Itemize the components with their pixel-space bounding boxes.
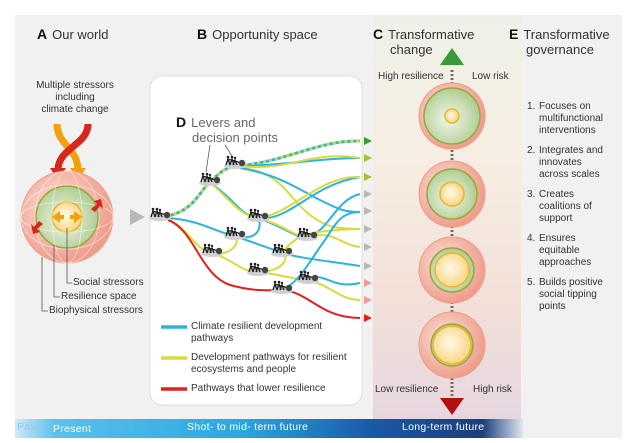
legend-label: Climate resilient development — [191, 321, 323, 332]
panel-title: Transformative — [388, 27, 475, 42]
opportunity-space-panel — [149, 75, 363, 406]
timeline-past: Past — [17, 421, 40, 433]
legend-swatches — [161, 325, 187, 391]
social-stressors-label: Social stressors — [73, 277, 144, 288]
panel-a-heading: A Our world — [37, 26, 109, 43]
legend-label: Development pathways for resilient — [191, 352, 347, 363]
low-resilience-label: Low resilience — [375, 384, 439, 395]
item-text: Focuses on — [539, 101, 591, 112]
stressors-label-line: Multiple stressors — [36, 80, 114, 91]
item-number: 1. — [527, 101, 536, 112]
item-text: approaches — [539, 257, 592, 268]
item-number: 4. — [527, 233, 536, 244]
panel-title: Transformative — [523, 27, 610, 42]
timeline-bar — [15, 419, 523, 438]
item-text: Ensures — [539, 233, 576, 244]
legend-item-lower-resilience: Pathways that lower resilience — [191, 383, 326, 395]
lever-pointer-lines — [205, 144, 233, 173]
up-arrow-icon — [440, 48, 464, 65]
panel-letter: B — [197, 26, 208, 42]
legend-label: ecosystems and people — [191, 364, 297, 375]
timeline-present: Present — [53, 423, 92, 435]
item-text: interventions — [539, 125, 596, 136]
panel-title: change — [390, 42, 433, 57]
high-resilience-label: High resilience — [378, 71, 444, 82]
callout-lines — [41, 228, 72, 312]
pathway-end-arrows — [364, 137, 372, 322]
legend-label: Pathways that lower resilience — [191, 383, 326, 394]
item-text: social tipping — [539, 289, 597, 300]
item-number: 2. — [527, 145, 536, 156]
panel-letter: E — [509, 26, 519, 42]
item-text: coalitions of — [539, 201, 592, 212]
item-text: multifunctional — [539, 113, 603, 124]
globe-low-resilience — [418, 311, 486, 379]
panel-title: Our world — [52, 27, 109, 42]
stressors-label-line: including — [55, 92, 95, 103]
globe-medium-high-resilience — [418, 160, 486, 228]
a-to-b-arrow — [130, 209, 145, 225]
stressors-label: Multiple stressors including climate cha… — [20, 80, 130, 116]
panel-title: governance — [526, 42, 594, 57]
item-text: points — [539, 301, 566, 312]
timeline-short-mid-term: Shot- to mid- term future — [187, 421, 309, 433]
stressors-label-line: climate change — [41, 104, 109, 115]
item-text: Integrates and — [539, 145, 603, 156]
panel-letter: C — [373, 26, 384, 42]
legend-label: pathways — [191, 333, 234, 344]
panel-title: Opportunity space — [212, 27, 318, 42]
low-risk-label: Low risk — [472, 71, 509, 82]
high-risk-label: High risk — [473, 384, 512, 395]
panel-b-heading: B Opportunity space — [197, 26, 318, 43]
biophysical-stressors-label: Biophysical stressors — [49, 305, 143, 316]
transformation-axis — [440, 48, 464, 415]
item-text: across scales — [539, 169, 600, 180]
resilience-space-label: Resilience space — [61, 291, 137, 302]
item-number: 5. — [527, 277, 536, 288]
item-number: 3. — [527, 189, 536, 200]
timeline-long-term: Long-term future — [402, 421, 485, 433]
globe-high-resilience — [418, 82, 486, 150]
panel-letter: D — [176, 114, 187, 130]
panel-title: decision points — [192, 130, 278, 145]
panel-letter: A — [37, 26, 48, 42]
item-text: equitable — [539, 245, 580, 256]
item-text: Creates — [539, 189, 575, 200]
item-text: innovates — [539, 157, 582, 168]
globe-medium-low-resilience — [418, 236, 486, 304]
down-arrow-icon — [440, 398, 464, 415]
panel-title: Levers and — [191, 115, 256, 130]
item-text: Builds positive — [539, 277, 603, 288]
item-text: support — [539, 213, 573, 224]
